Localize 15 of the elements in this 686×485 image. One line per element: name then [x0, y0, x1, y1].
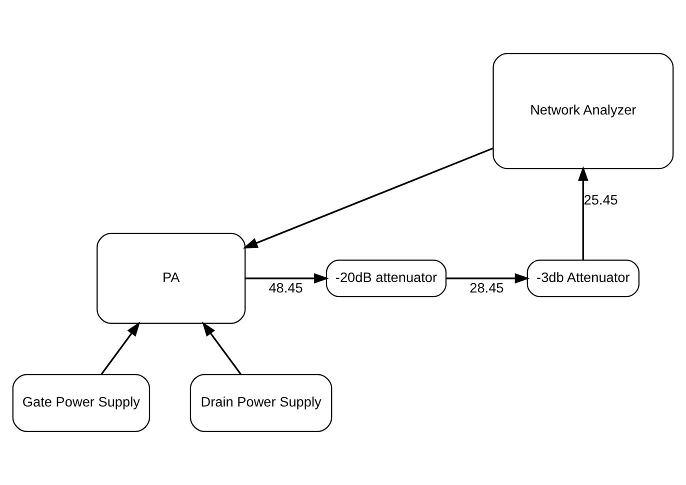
arrow [242, 147, 494, 248]
node-box: -3db Attenuator [526, 260, 640, 298]
arrow [100, 322, 140, 375]
arrow [245, 273, 329, 284]
arrow [446, 273, 530, 284]
edge-label: 48.45 [268, 280, 303, 296]
edge-label: 25.45 [584, 192, 618, 208]
node-box: Drain Power Supply [190, 374, 332, 432]
node-box: PA [96, 232, 246, 324]
edge-label: 28.45 [470, 280, 504, 296]
arrow [202, 322, 242, 375]
node-box: Gate Power Supply [12, 374, 150, 432]
arrow [578, 166, 588, 260]
node-box: Network Analyzer [492, 52, 674, 170]
node-box: -20dB attenuator [326, 260, 447, 298]
